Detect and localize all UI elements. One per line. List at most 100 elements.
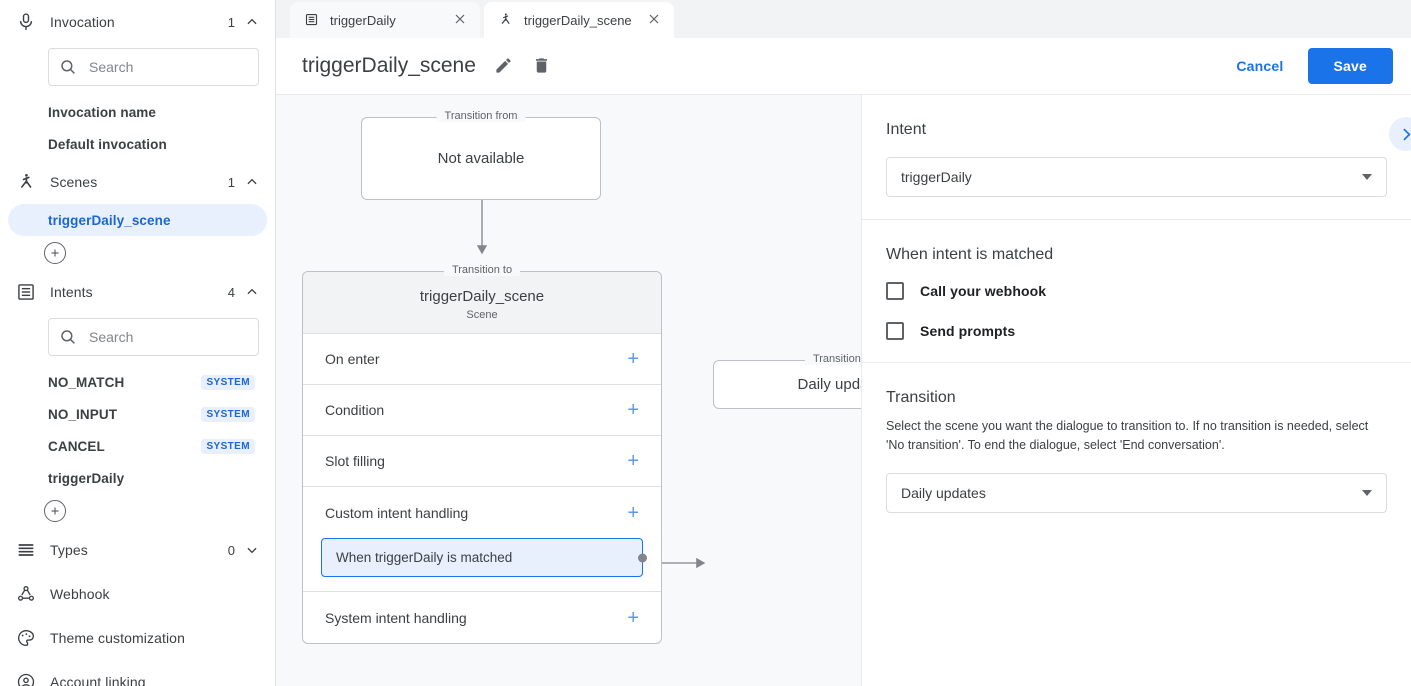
transition-from-value: Not available [437,150,525,167]
add-custom-intent-handler-button[interactable]: + [627,501,639,524]
sidebar-item-label: NO_INPUT [48,406,118,422]
intents-search-box[interactable] [48,318,272,356]
close-icon[interactable] [646,11,664,29]
intents-icon [304,12,320,28]
add-system-intent-handler-button[interactable]: + [627,606,639,629]
add-on-enter-button[interactable]: + [627,348,639,370]
scene-row-system-intent-handling[interactable]: System intent handling + [303,592,661,643]
chevron-right-icon[interactable] [1389,117,1411,151]
invocation-search-input[interactable] [87,58,272,76]
pencil-icon[interactable] [494,56,514,76]
add-intent-button[interactable] [44,500,66,522]
transition-from-box: Transition from Not available [361,110,601,200]
tab-triggerdaily[interactable]: triggerDaily [290,2,480,38]
scene-row-condition[interactable]: Condition + [303,385,661,436]
scene-row-label: Slot filling [325,453,385,469]
sidebar-item-label: Invocation name [48,104,157,120]
intent-select-value: triggerDaily [901,169,972,185]
scene-row-slot-filling[interactable]: Slot filling + [303,436,661,487]
page-header: triggerDaily_scene Cancel Save [276,38,1411,95]
checkbox-label: Call your webhook [920,283,1047,299]
transition-target-box: Transition to Daily updates [713,353,861,409]
save-button[interactable]: Save [1307,48,1393,84]
sidebar-section-invocation[interactable]: Invocation 1 [0,0,275,44]
scene-row-label: Condition [325,402,385,418]
sidebar-item-label: Account linking [50,674,146,686]
custom-intent-handler-list: When triggerDaily is matched [303,538,661,592]
invocation-search-wrap [0,44,275,96]
scene-row-label: System intent handling [325,609,467,626]
scene-subtitle: Scene [466,309,498,321]
intents-search-input[interactable] [87,328,272,346]
transition-to-legend: Transition to [443,264,521,276]
checkbox-icon[interactable] [886,282,904,300]
sidebar-item-label: Default invocation [48,136,167,152]
sidebar-item-account-linking[interactable]: Account linking [0,660,275,686]
chevron-up-icon [245,175,259,189]
sidebar-item-label: Theme customization [50,630,185,646]
sidebar-section-count: 0 [227,542,235,558]
sidebar-item-label: CANCEL [48,438,105,454]
checkbox-call-your-webhook[interactable]: Call your webhook [886,282,1387,300]
sidebar-section-types[interactable]: Types 0 [0,528,275,572]
tab-label: triggerDaily [330,12,396,28]
connector-dot [638,553,647,562]
status-badge: SYSTEM [201,406,255,422]
sidebar-section-count: 1 [227,174,235,190]
intents-icon [14,280,38,304]
chevron-up-icon [245,285,259,299]
add-scene-button[interactable] [44,242,66,264]
sidebar-section-label: Intents [50,284,93,300]
trash-icon[interactable] [532,56,552,76]
sidebar-item-label: triggerDaily [48,470,125,486]
sidebar-item-default-invocation[interactable]: Default invocation [8,128,267,160]
sidebar-item-triggerdaily[interactable]: triggerDaily [8,462,267,494]
types-icon [14,538,38,562]
scene-graph-canvas[interactable]: Transition from Not available Transition… [276,95,862,686]
checkbox-label: Send prompts [920,323,1016,339]
add-slot-filling-button[interactable]: + [627,450,639,472]
close-icon[interactable] [452,11,470,29]
sidebar-item-invocation-name[interactable]: Invocation name [8,96,267,128]
sidebar-item-triggerdaily-scene[interactable]: triggerDaily_scene [8,204,267,236]
add-condition-button[interactable]: + [627,399,639,421]
transition-select[interactable]: Daily updates [886,472,1387,513]
intent-select[interactable]: triggerDaily [886,157,1387,197]
transition-description: Select the scene you want the dialogue t… [886,419,1369,452]
intent-handler-chip[interactable]: When triggerDaily is matched [321,538,647,577]
checkbox-send-prompts[interactable]: Send prompts [886,322,1387,340]
invocation-search-box[interactable] [48,48,272,86]
sidebar-section-intents[interactable]: Intents 4 [0,270,275,314]
scene-row-on-enter[interactable]: On enter + [303,334,661,385]
sidebar-item-no-input[interactable]: NO_INPUT SYSTEM [8,398,267,430]
tab-triggerdaily-scene[interactable]: triggerDaily_scene [484,2,674,38]
scene-name: triggerDaily_scene [419,288,545,305]
transition-from-legend: Transition from [436,110,526,122]
panel-section-intent: Intent triggerDaily [862,95,1411,220]
transition-target-value: Daily updates [797,376,861,393]
sidebar-item-theme-customization[interactable]: Theme customization [0,616,275,660]
scene-row-custom-intent-handling[interactable]: Custom intent handling + [303,487,661,538]
sidebar-item-webhook[interactable]: Webhook [0,572,275,616]
transition-target-legend: Transition to [804,353,861,365]
chevron-up-icon [245,15,259,29]
properties-panel: Intent triggerDaily When intent is match… [862,95,1411,686]
status-badge: SYSTEM [201,374,255,390]
center-column: triggerDaily triggerDaily_scene [276,0,1411,686]
scene-row-label: On enter [325,351,380,367]
checkbox-icon[interactable] [886,322,904,340]
sidebar-item-no-match[interactable]: NO_MATCH SYSTEM [8,366,267,398]
cancel-button[interactable]: Cancel [1222,49,1297,83]
sidebar-section-scenes[interactable]: Scenes 1 [0,160,275,204]
webhook-icon [14,582,38,606]
sidebar-item-cancel[interactable]: CANCEL SYSTEM [8,430,267,462]
when-matched-heading: When intent is matched [886,246,1054,263]
tab-label: triggerDaily_scene [524,12,632,28]
sidebar-section-count: 1 [227,14,235,30]
intent-handler-label: When triggerDaily is matched [336,550,513,565]
chevron-down-icon [1362,489,1372,496]
page-title: triggerDaily_scene [302,54,476,77]
sidebar-section-label: Types [50,542,88,558]
body-row: Transition from Not available Transition… [276,95,1411,686]
